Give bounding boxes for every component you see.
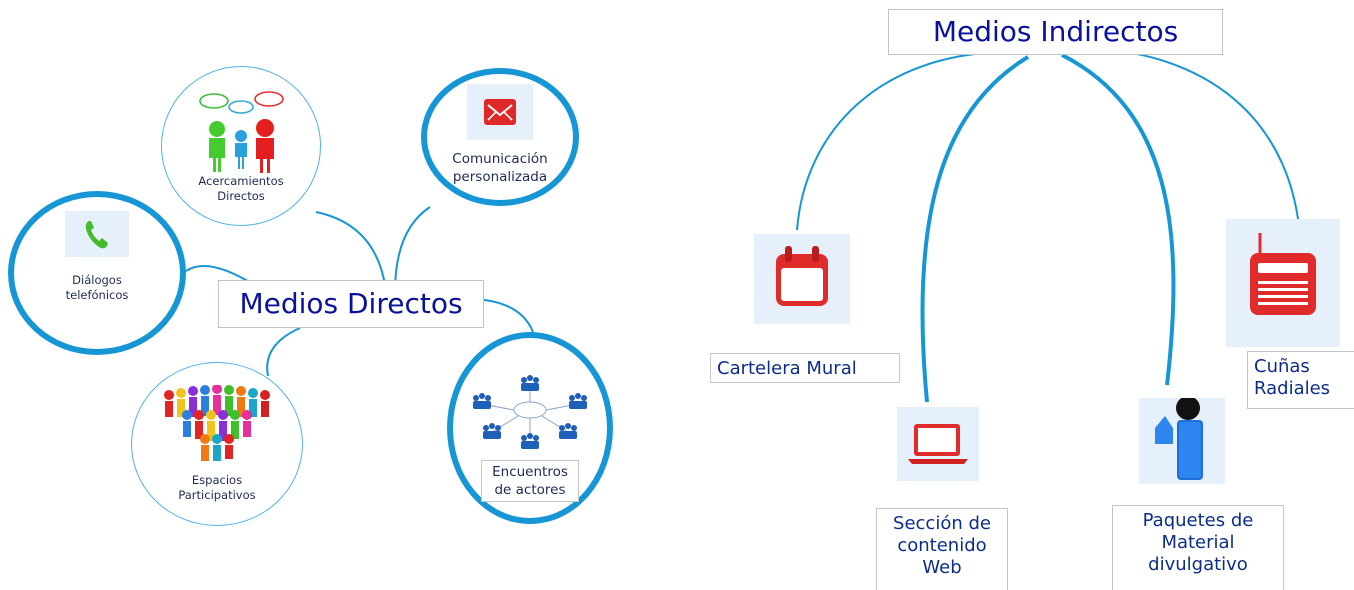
node-comunicacion[interactable]: Comunicación personalizada — [421, 68, 579, 206]
acercamientos-label: Acercamientos Directos — [198, 174, 284, 203]
paquetes-tile[interactable] — [1139, 398, 1225, 484]
phone-icon — [85, 221, 108, 249]
paquetes-label: Paquetes de Material divulgativo — [1112, 505, 1284, 590]
medios-directos-title: Medios Directos — [218, 280, 484, 328]
radio-icon — [1250, 233, 1316, 315]
link-comunicacion — [394, 206, 431, 293]
network-icon — [473, 375, 587, 449]
espacios-label: Espacios Participativos — [178, 473, 256, 502]
laptop-icon — [908, 424, 968, 464]
cunas-label: Cuñas Radiales — [1247, 351, 1354, 409]
node-acercamientos[interactable]: Acercamientos Directos — [161, 66, 321, 226]
dialogos-label: Diálogos telefónicos — [65, 273, 129, 302]
cartelera-label: Cartelera Mural — [710, 353, 900, 383]
link-acercamientos — [315, 211, 387, 293]
medios-indirectos-title: Medios Indirectos — [888, 9, 1223, 55]
cunas-tile[interactable] — [1226, 219, 1340, 347]
link-seccion — [920, 55, 1030, 403]
seccion-label: Sección de contenido Web — [876, 508, 1008, 590]
link-cunas — [1089, 47, 1301, 238]
link-cartelera — [796, 51, 1004, 231]
node-espacios[interactable]: Espacios Participativos — [131, 362, 303, 526]
node-encuentros[interactable]: Encuentros de actores — [447, 332, 613, 524]
envelope-icon — [484, 99, 516, 125]
link-espacios — [266, 327, 301, 377]
node-dialogos[interactable]: Diálogos telefónicos — [8, 191, 186, 355]
encuentros-label: Encuentros de actores — [481, 460, 579, 502]
seccion-tile[interactable] — [897, 407, 979, 481]
link-paquetes — [1061, 53, 1176, 386]
people-talking-icon — [199, 91, 284, 173]
cartelera-tile[interactable] — [754, 234, 850, 324]
user-icon — [1155, 398, 1203, 480]
crowd-icon — [164, 385, 270, 461]
comunicacion-label: Comunicación personalizada — [452, 151, 548, 185]
calendar-icon — [776, 246, 828, 306]
